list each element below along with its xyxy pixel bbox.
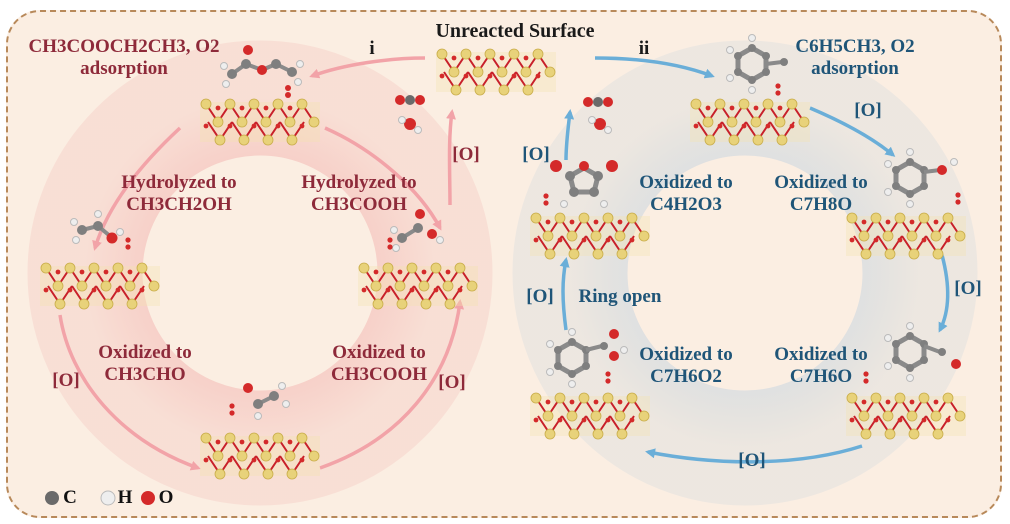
legend-oxygen-label: O: [158, 487, 174, 508]
page-title: Unreacted Surface: [435, 20, 595, 42]
maleic-anhydride-molecule: [543, 160, 618, 208]
slab-ii-adsorption: [689, 98, 811, 146]
benzoic-acid-molecule: [547, 329, 628, 388]
arrow-ii-return: [564, 109, 575, 161]
adsorption-word: adsorption: [80, 58, 168, 79]
oxidation-label-right: [O]: [438, 372, 466, 393]
slab-i-acid: [357, 262, 479, 310]
cycle-ii-ring: [512, 40, 978, 506]
arrow-i-return: [446, 109, 456, 206]
slab-i-adsorption: [199, 98, 321, 146]
adsorption-formula: CH3COOCH2CH3, O2: [28, 36, 220, 57]
acetaldehyde-molecule: [229, 382, 290, 420]
arrow-i-to-ethanol: [92, 126, 182, 251]
acetic-acid-molecule: [387, 209, 444, 252]
slab-ii-benzaldehyde: [845, 392, 967, 440]
oxidation-label-4: [O]: [526, 286, 554, 307]
legend-carbon-label: C: [63, 487, 77, 508]
arrow-ii-top: [594, 56, 715, 79]
arrow-i-top: [309, 56, 426, 79]
arrow-i-to-acid-2: [319, 299, 465, 470]
legend-hydrogen-label: H: [117, 487, 133, 508]
legend-carbon-icon: [45, 491, 59, 505]
slab-ii-maleic: [529, 212, 651, 260]
slab-i-acetaldehyde: [199, 432, 321, 480]
slab-i-ethanol: [39, 262, 161, 310]
h2o-molecule-right: [588, 116, 612, 134]
cresol-molecule: [885, 149, 961, 208]
oxidation-label-top: [O]: [452, 144, 480, 165]
co2-molecule-right: [583, 97, 613, 107]
h2o-molecule-left: [398, 116, 422, 134]
slab-unreacted: [435, 48, 557, 96]
arrow-ii-to-cresol: [809, 106, 896, 157]
legend-oxygen-icon: [141, 491, 155, 505]
benzaldehyde-molecule: [863, 323, 961, 384]
ethyl-acetate-molecule: [220, 45, 304, 88]
slab-ii-benzoic: [529, 392, 651, 440]
arrow-ii-to-benzaldehyde: [938, 254, 950, 333]
ring-open-label: Ring open: [578, 286, 662, 307]
oxidation-label-1: [O]: [854, 100, 882, 121]
ethanol-molecule: [70, 210, 131, 250]
arrow-ii-to-maleic: [559, 257, 570, 331]
oxidation-label-3: [O]: [738, 450, 766, 471]
oxidation-label-2: [O]: [954, 278, 982, 299]
slab-ii-cresol: [845, 212, 967, 260]
oxidation-label-5: [O]: [522, 144, 550, 165]
cycle-ii-marker: ii: [638, 38, 650, 59]
cycle-i-adsorption-label: CH3COOCH2CH3, O2 adsorption: [24, 36, 224, 80]
oxidation-label-left: [O]: [52, 370, 80, 391]
arrow-ii-to-benzoic: [645, 444, 863, 464]
arrow-i-to-acid: [324, 126, 442, 231]
co2-molecule-left: [395, 95, 425, 105]
toluene-molecule: [727, 35, 788, 96]
cycle-i-marker: i: [369, 38, 375, 59]
o2-adsorbed-i: [285, 85, 291, 98]
arrow-i-to-acetaldehyde: [58, 314, 201, 471]
legend-hydrogen-icon: [100, 490, 116, 506]
